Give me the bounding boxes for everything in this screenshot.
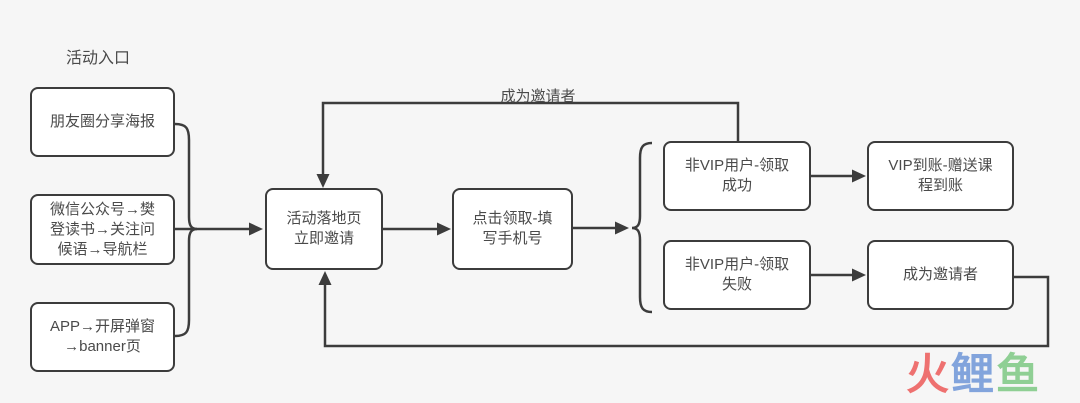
node-vip-arrival: VIP到账-赠送课 程到账 (867, 141, 1014, 211)
node-entry-poster: 朋友圈分享海报 (30, 87, 175, 157)
node-claim-phone: 点击领取-填 写手机号 (452, 188, 573, 270)
arrowhead-into-vip (852, 169, 866, 183)
watermark-char-fire: 火 (906, 351, 951, 399)
arrowhead-into-claim (437, 222, 451, 236)
node-become-inviter: 成为邀请者 (867, 240, 1014, 310)
arrowhead-into-landing-top (316, 174, 330, 188)
arrowhead-into-branch (615, 221, 629, 235)
node-entry-app: APP→开屏弹窗 →banner页 (30, 302, 175, 372)
edge-branch-brace (631, 141, 653, 314)
entry-section-label: 活动入口 (66, 50, 131, 67)
edge-bottom-loop (323, 275, 1050, 348)
top-loop-label: 成为邀请者 (500, 88, 576, 105)
arrowhead-into-landing-left (249, 222, 263, 236)
node-entry-wechat: 微信公众号→樊 登读书→关注问 候语→导航栏 (30, 194, 175, 265)
node-nonvip-claim-fail: 非VIP用户-领取 失败 (663, 240, 811, 310)
node-nonvip-claim-success: 非VIP用户-领取 成功 (663, 141, 811, 211)
watermark-char-carp: 鲤 (951, 351, 996, 399)
edge-top-loop (321, 101, 740, 176)
watermark-char-fish: 鱼 (996, 351, 1041, 399)
watermark-logo: 火鲤鱼 (906, 352, 1041, 398)
arrowhead-into-inviter (852, 268, 866, 282)
arrowhead-into-landing-bottom (318, 271, 332, 285)
node-landing-page: 活动落地页 立即邀请 (265, 188, 383, 270)
